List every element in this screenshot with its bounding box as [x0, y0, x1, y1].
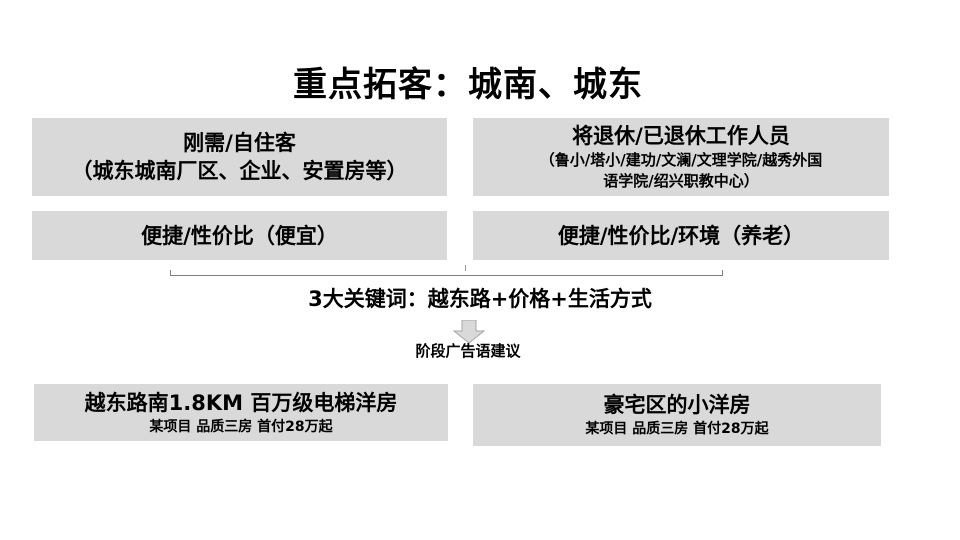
audience-detail-line2: 语学院/绍兴职教中心） — [603, 172, 759, 190]
audience-detail-line1: （鲁小/塔小/建功/文澜/文理学院/越秀外国 — [539, 151, 823, 169]
audience-box-rigid-demand: 刚需/自住客 （城东城南厂区、企业、安置房等） — [32, 118, 447, 196]
slogan-subline: 某项目 品质三房 首付28万起 — [585, 421, 769, 437]
slogan-headline: 越东路南1.8KM 百万级电梯洋房 — [84, 390, 398, 415]
appeal-box-retirees: 便捷/性价比/环境（养老） — [473, 211, 889, 260]
audience-title: 将退休/已退休工作人员 — [572, 124, 790, 148]
stage-slogan-label: 阶段广告语建议 — [415, 342, 521, 360]
audience-box-retirees: 将退休/已退休工作人员 （鲁小/塔小/建功/文澜/文理学院/越秀外国 语学院/绍… — [473, 118, 889, 196]
audience-title: 刚需/自住客 — [183, 131, 296, 155]
slogan-subline: 某项目 品质三房 首付28万起 — [149, 418, 333, 435]
appeal-box-rigid-demand: 便捷/性价比（便宜） — [32, 211, 447, 260]
bracket-center-tick — [465, 265, 466, 271]
slide-title: 重点拓客：城南、城东 — [293, 65, 643, 105]
grouping-bracket — [170, 270, 723, 276]
slogan-box-1: 越东路南1.8KM 百万级电梯洋房 某项目 品质三房 首付28万起 — [34, 384, 448, 441]
audience-detail: （城东城南厂区、企业、安置房等） — [71, 159, 408, 183]
appeal-text: 便捷/性价比/环境（养老） — [557, 223, 805, 248]
appeal-text: 便捷/性价比（便宜） — [141, 223, 338, 248]
down-arrow-icon — [452, 319, 486, 344]
slogan-box-2: 豪宅区的小洋房 某项目 品质三房 首付28万起 — [473, 384, 881, 446]
slogan-headline: 豪宅区的小洋房 — [603, 393, 751, 417]
key-words-heading: 3大关键词：越东路+价格+生活方式 — [308, 287, 652, 311]
